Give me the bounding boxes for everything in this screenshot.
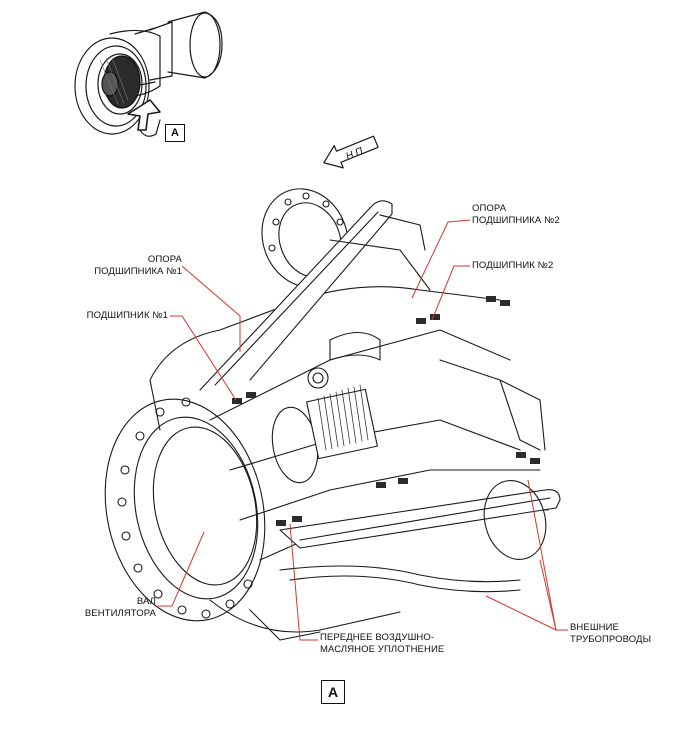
direction-arrow [323, 135, 379, 169]
engine-thumbnail [74, 11, 223, 137]
label-front-air-oil-seal-line2: МАСЛЯНОЕ УПЛОТНЕНИЕ [320, 644, 445, 655]
label-fan-shaft-line2: ВЕНТИЛЯТОРА [84, 608, 156, 619]
direction-arrow-text: Н П [345, 146, 366, 163]
leader-lines [158, 219, 568, 641]
flange-bolt-holes [117, 397, 253, 619]
label-bearing-support-1-line2: ПОДШИПНИКА №1 [94, 266, 182, 277]
label-bearing-1-text: ПОДШИПНИК №1 [86, 310, 168, 321]
label-bearing-support-2: ОПОРА ПОДШИПНИКА №2 [472, 203, 560, 227]
rear-flange-bolts [268, 192, 344, 252]
label-bearing-2-text: ПОДШИПНИК №2 [472, 260, 554, 271]
engine-cutaway [104, 188, 561, 641]
label-front-air-oil-seal: ПЕРЕДНЕЕ ВОЗДУШНО- МАСЛЯНОЕ УПЛОТНЕНИЕ [320, 632, 444, 656]
label-fan-shaft: ВАЛ ВЕНТИЛЯТОРА [56, 596, 156, 620]
label-front-air-oil-seal-line1: ПЕРЕДНЕЕ ВОЗДУШНО- [320, 632, 435, 643]
detail-view-tag: A [321, 680, 345, 704]
label-bearing-2: ПОДШИПНИК №2 [472, 260, 553, 272]
label-external-pipelines-line1: ВНЕШНИЕ [570, 622, 619, 633]
label-bearing-support-1: ОПОРА ПОДШИПНИКА №1 [68, 254, 182, 278]
label-external-pipelines-line2: ТРУБОПРОВОДЫ [570, 634, 652, 645]
label-bearing-1: ПОДШИПНИК №1 [52, 310, 168, 322]
label-fan-shaft-line1: ВАЛ [136, 596, 156, 607]
label-bearing-support-1-line1: ОПОРА [147, 254, 182, 265]
label-bearing-support-2-line2: ПОДШИПНИКА №2 [472, 215, 560, 226]
label-external-pipelines: ВНЕШНИЕ ТРУБОПРОВОДЫ [570, 622, 651, 646]
thumbnail-view-tag: A [165, 124, 185, 142]
label-bearing-support-2-line1: ОПОРА [472, 203, 507, 214]
